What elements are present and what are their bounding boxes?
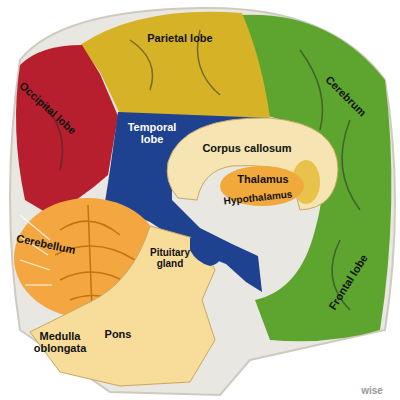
part-label: Medulla oblongata	[25, 330, 95, 354]
part-label: Parietal lobe	[135, 32, 225, 44]
part-label: Corpus callosum	[192, 142, 302, 154]
watermark: wise	[352, 385, 392, 396]
part-label: Pons	[93, 328, 143, 340]
part-label: Thalamus	[228, 173, 298, 185]
part-label: Temporal lobe	[122, 121, 182, 145]
part-label: Pituitary gland	[140, 247, 200, 269]
